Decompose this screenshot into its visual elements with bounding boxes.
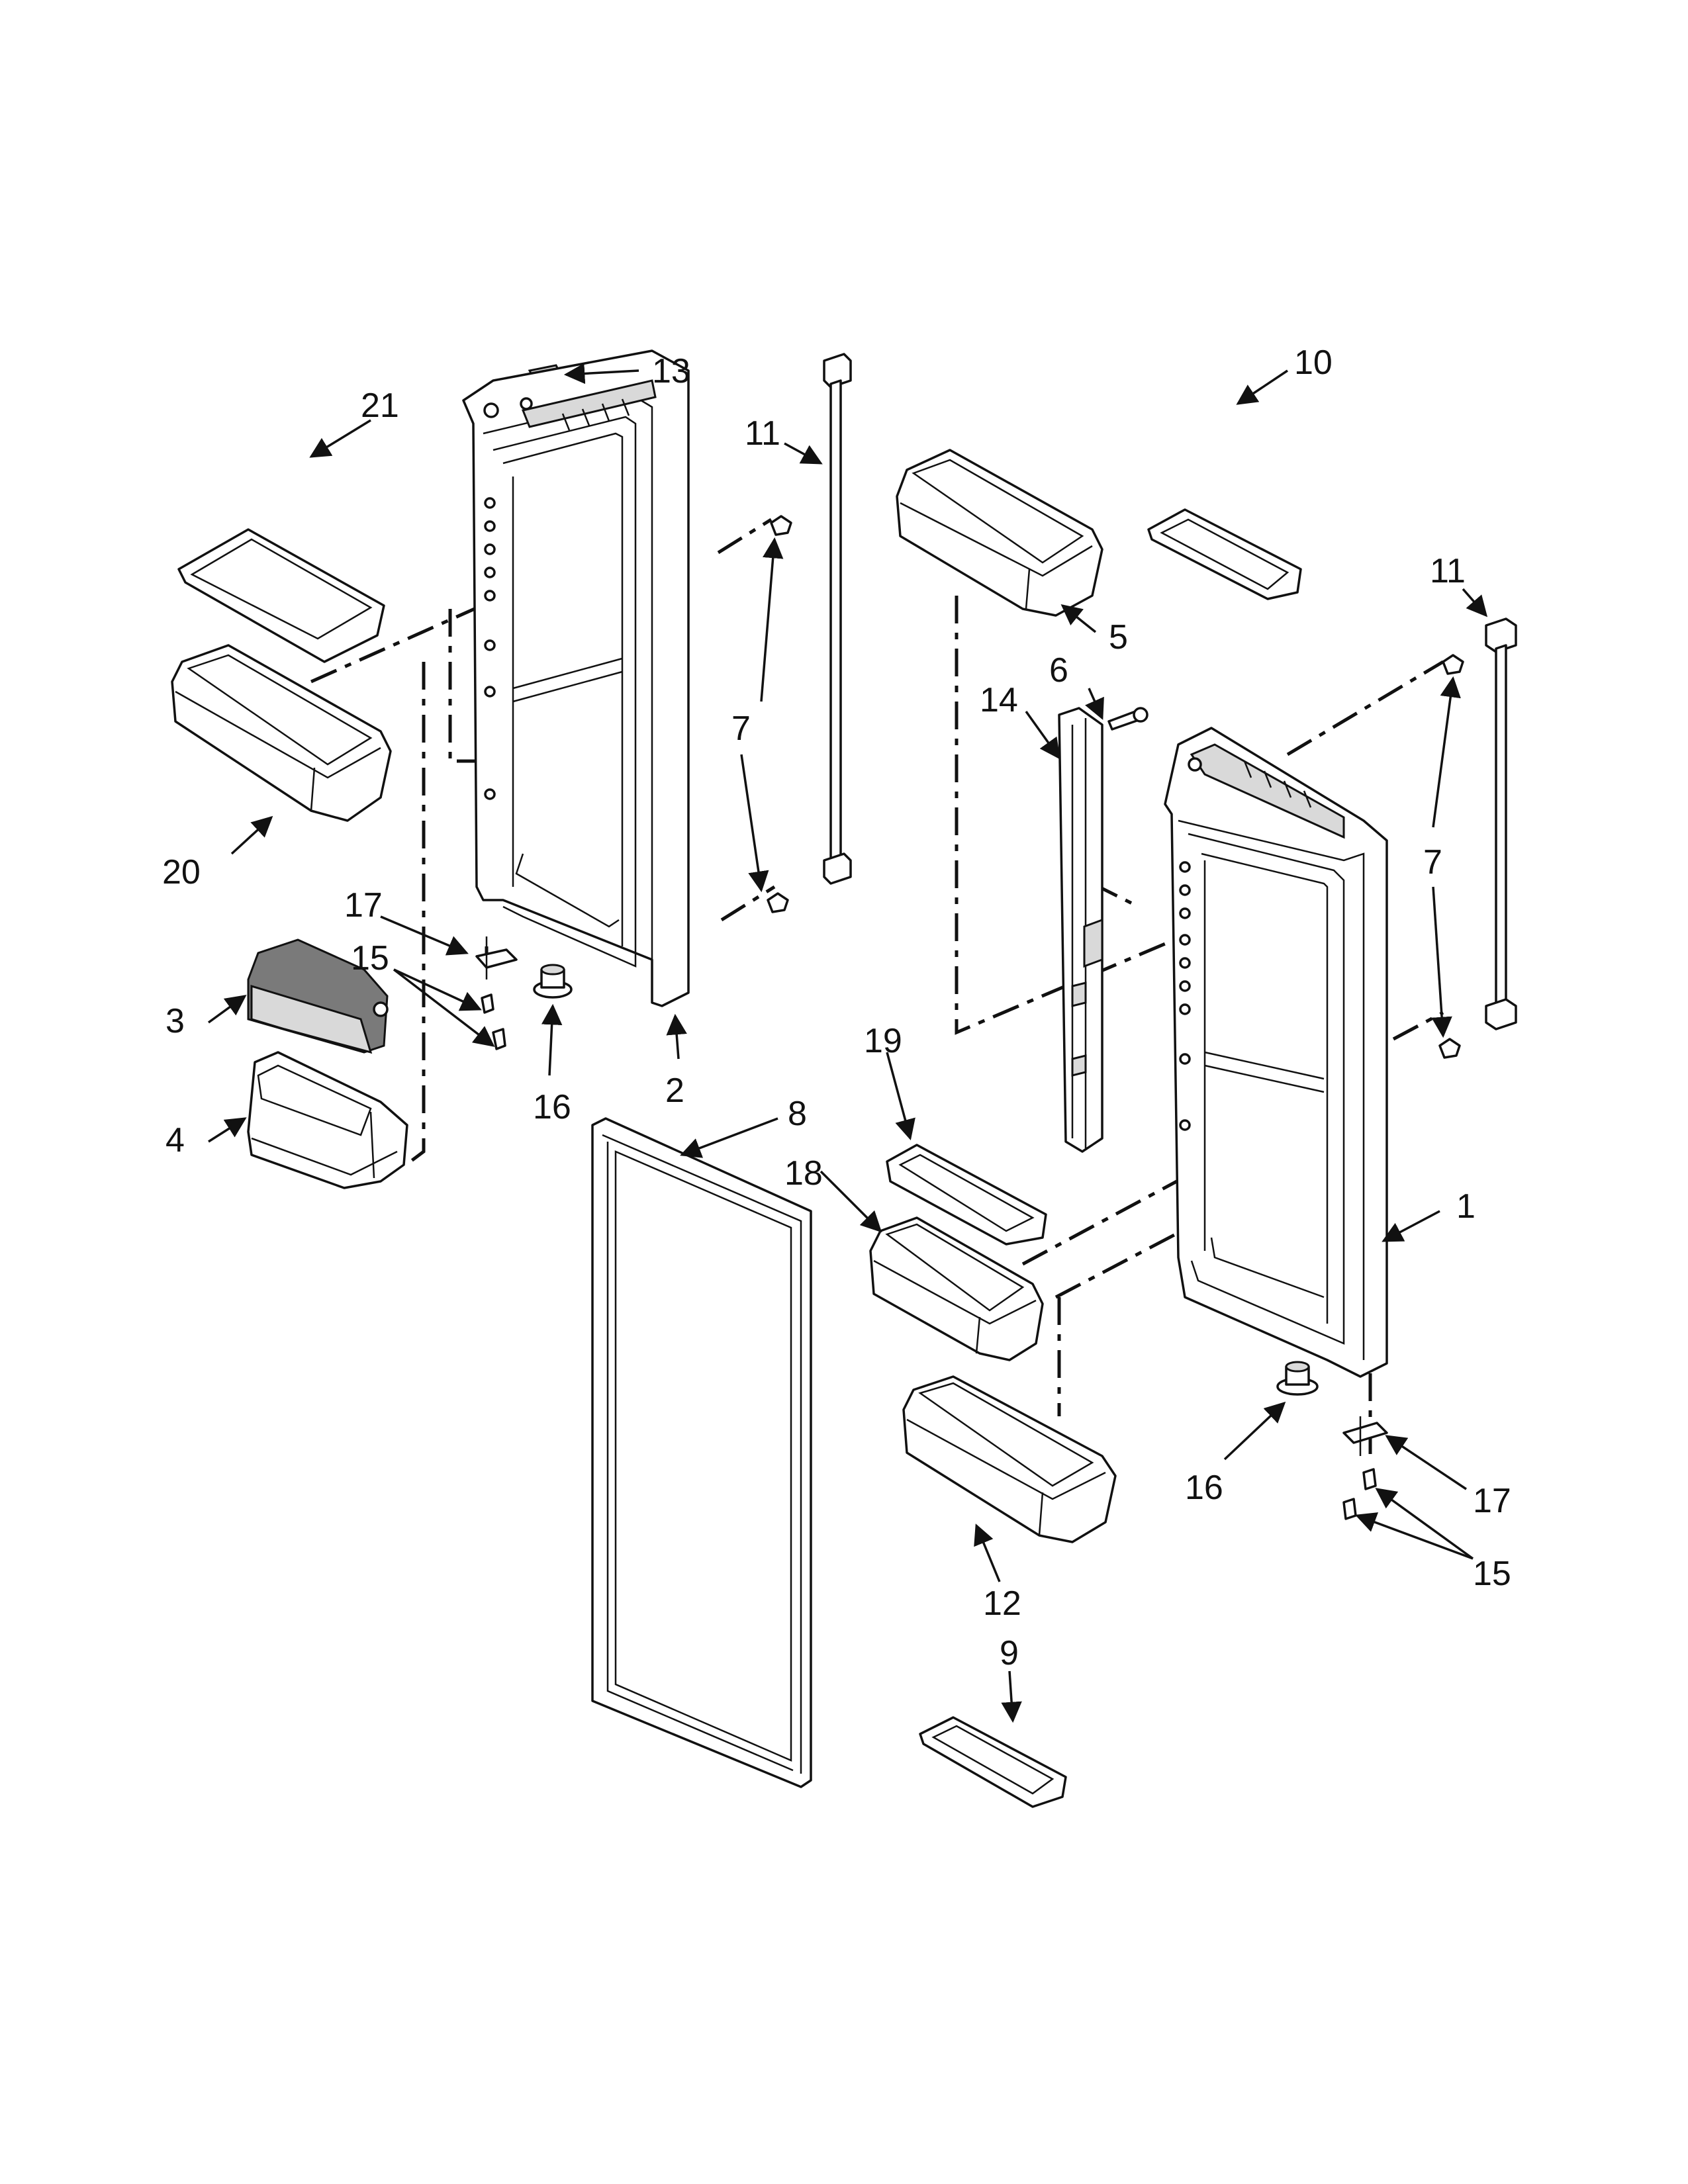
part-10-bin-cover (1147, 508, 1302, 600)
part-9-bin-cover (919, 1716, 1067, 1808)
part-20-door-bin (171, 644, 392, 822)
part-5-door-bin (896, 449, 1103, 617)
callout-12: 12 (983, 1584, 1021, 1623)
callout-16-right: 16 (1185, 1469, 1223, 1507)
part-7-handle-stud-upper (770, 515, 792, 536)
callout-6: 6 (1049, 651, 1068, 690)
callout-8: 8 (788, 1095, 807, 1133)
leader-lines (207, 363, 1488, 1723)
part-11-left-door-handle (823, 353, 852, 885)
callout-11-right: 11 (1430, 552, 1466, 590)
part-11-right-door-handle (1485, 617, 1517, 1030)
part-7-right-handle-stud-upper (1442, 654, 1464, 675)
callout-14: 14 (980, 681, 1018, 719)
part-17-hinge-bracket-left (475, 936, 518, 979)
callout-9: 9 (1000, 1634, 1019, 1672)
callout-18: 18 (784, 1154, 823, 1193)
callout-20: 20 (162, 853, 201, 891)
callout-labels: 13 11 21 10 11 7 5 6 14 7 20 17 15 3 16 … (162, 343, 1511, 1672)
callout-7-left: 7 (731, 709, 751, 748)
callout-15-left: 15 (351, 939, 389, 978)
shelf-clip-holes-right (1179, 861, 1191, 1131)
callout-21: 21 (361, 387, 399, 425)
callout-10: 10 (1294, 343, 1333, 382)
callout-17-right: 17 (1473, 1482, 1511, 1520)
callout-11-left: 11 (745, 414, 780, 453)
part-1-right-door-liner (1164, 727, 1388, 1378)
callout-4: 4 (165, 1121, 185, 1160)
part-21-bin-cover (177, 528, 385, 663)
callout-2: 2 (665, 1071, 684, 1110)
shelf-clip-holes (484, 497, 496, 800)
part-15-screws-right (1342, 1468, 1377, 1520)
part-14-center-mullion (1058, 707, 1103, 1153)
part-15-screws-left (481, 993, 506, 1050)
part-16-bushing-right (1276, 1361, 1319, 1396)
part-12-door-bin (902, 1375, 1117, 1543)
callout-19: 19 (864, 1022, 902, 1060)
part-7-handle-stud-lower (767, 892, 789, 913)
part-18-door-bin (869, 1216, 1044, 1361)
part-3-dairy-compartment-door (247, 938, 389, 1054)
callout-13: 13 (652, 352, 690, 390)
callout-16-left: 16 (533, 1088, 571, 1126)
part-16-bushing-left (533, 964, 573, 999)
part-2-left-door-liner (462, 349, 690, 1007)
callout-15-right: 15 (1473, 1555, 1511, 1593)
callout-5: 5 (1109, 618, 1128, 657)
part-17-hinge-bracket-right (1342, 1416, 1388, 1456)
part-8-door-gasket (591, 1117, 812, 1788)
callout-17-left: 17 (344, 886, 383, 925)
part-4-dairy-bin (247, 1051, 408, 1189)
part-19-bin-cover (886, 1144, 1047, 1246)
part-7-right-handle-stud-lower (1438, 1038, 1461, 1059)
callout-7-right: 7 (1423, 843, 1442, 882)
callout-3: 3 (165, 1002, 185, 1040)
part-6-screw (1107, 707, 1149, 731)
callout-1: 1 (1456, 1187, 1476, 1226)
